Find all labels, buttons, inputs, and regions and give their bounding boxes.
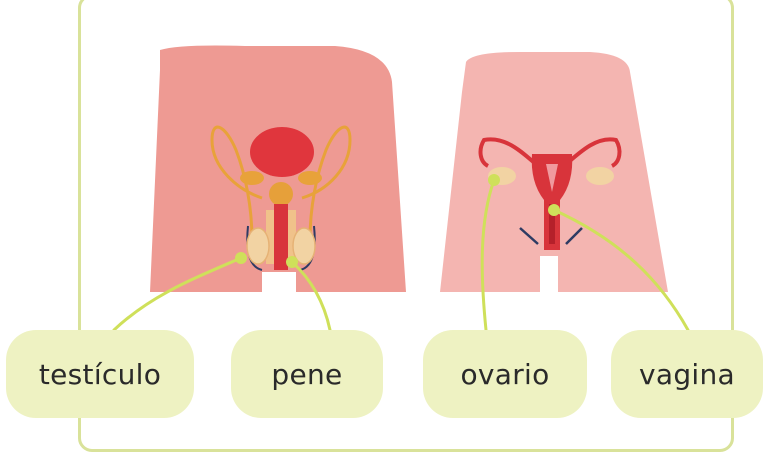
label-ovario: ovario: [423, 330, 587, 418]
marker-pene: [286, 256, 298, 268]
label-vagina: vagina: [611, 330, 763, 418]
label-testiculo: testículo: [6, 330, 194, 418]
marker-vagina: [548, 204, 560, 216]
male-body-illustration: [150, 46, 406, 299]
label-pene: pene: [231, 330, 383, 418]
marker-testiculo: [235, 252, 247, 264]
marker-ovario: [488, 174, 500, 186]
